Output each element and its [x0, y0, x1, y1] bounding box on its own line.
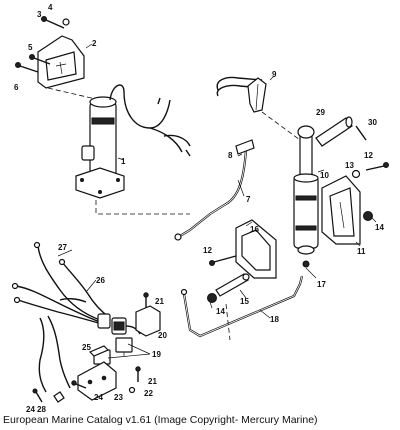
callout-20: 20: [158, 331, 167, 340]
mounting-plate-23: [77, 361, 117, 401]
hydraulic-tube-7: [174, 149, 248, 241]
pump-motor: [75, 96, 125, 199]
fitting-8: [235, 139, 255, 155]
cotter-pin-30: [355, 125, 367, 141]
wiring-harness: [11, 241, 141, 393]
callout-22: 22: [144, 389, 153, 398]
screw-21-top: [143, 292, 149, 308]
callout-12-right: 12: [364, 151, 373, 160]
screw-24-left: [32, 388, 43, 403]
callout-24-left: 24: [26, 405, 35, 412]
bolt-12-left: [209, 255, 237, 266]
callout-29: 29: [316, 108, 325, 117]
callout-9: 9: [272, 70, 277, 79]
mounting-bracket-lower: [235, 219, 277, 279]
bolt-12-right: [365, 162, 389, 171]
mounting-bracket-right: [321, 175, 361, 245]
callout-11: 11: [357, 247, 366, 256]
image-caption: European Marine Catalog v1.61 (Image Cop…: [3, 414, 318, 426]
small-cylinder-15: [215, 273, 250, 297]
callout-1: 1: [121, 157, 126, 166]
callout-6: 6: [14, 83, 19, 92]
callout-14-right: 14: [375, 223, 384, 232]
washer-4: [62, 18, 70, 26]
callout-25: 25: [82, 343, 91, 352]
callout-18: 18: [270, 315, 279, 324]
callout-7: 7: [246, 195, 251, 204]
hydraulic-tube-18: [180, 275, 304, 338]
callout-21-top: 21: [155, 297, 164, 306]
callout-13: 13: [345, 161, 354, 170]
callout-16: 16: [250, 225, 259, 234]
mounting-bracket-top-left: [37, 35, 85, 89]
callout-10: 10: [320, 171, 329, 180]
callout-14-lower: 14: [216, 307, 225, 316]
callout-19: 19: [152, 350, 161, 359]
screw-3: [41, 16, 65, 29]
callout-4: 4: [48, 3, 53, 12]
callout-3: 3: [37, 10, 42, 19]
nut-14-lower: [207, 293, 217, 303]
relay-bracket-20: [135, 305, 161, 337]
callout-17: 17: [317, 280, 326, 289]
callout-28: 28: [37, 405, 46, 412]
callout-15: 15: [240, 297, 249, 306]
callout-23: 23: [114, 393, 123, 402]
trim-cylinder: [293, 125, 319, 255]
callout-21-bottom: 21: [148, 377, 157, 386]
callout-2: 2: [92, 39, 97, 48]
nut-14-right: [363, 211, 373, 221]
parts-diagram: 1 2 3 4 5 6 7 8 9 10 11 12 12 13 14 14 1…: [11, 3, 389, 412]
callout-30: 30: [368, 118, 377, 127]
callout-27: 27: [58, 243, 67, 252]
nut-22: [128, 386, 136, 394]
callout-24-lower: 24: [94, 393, 103, 402]
callout-26: 26: [96, 276, 105, 285]
callout-8: 8: [228, 151, 233, 160]
callout-labels: 1 2 3 4 5 6 7 8 9 10 11 12 12 13 14 14 1…: [14, 3, 384, 412]
screw-24-lower: [71, 380, 87, 389]
nut-17: [302, 260, 310, 268]
screw-5: [29, 54, 51, 65]
clip-28: [53, 391, 65, 403]
screw-6: [15, 62, 39, 73]
callout-12-left: 12: [203, 246, 212, 255]
nut-13: [351, 169, 361, 179]
plate-25: [88, 345, 110, 357]
leader-lines: [57, 43, 377, 359]
callout-5: 5: [28, 43, 33, 52]
screw-21-bottom: [135, 366, 141, 382]
pivot-pin-29: [315, 116, 353, 147]
pump-wiring: [109, 84, 191, 153]
clamp-9: [216, 76, 267, 113]
